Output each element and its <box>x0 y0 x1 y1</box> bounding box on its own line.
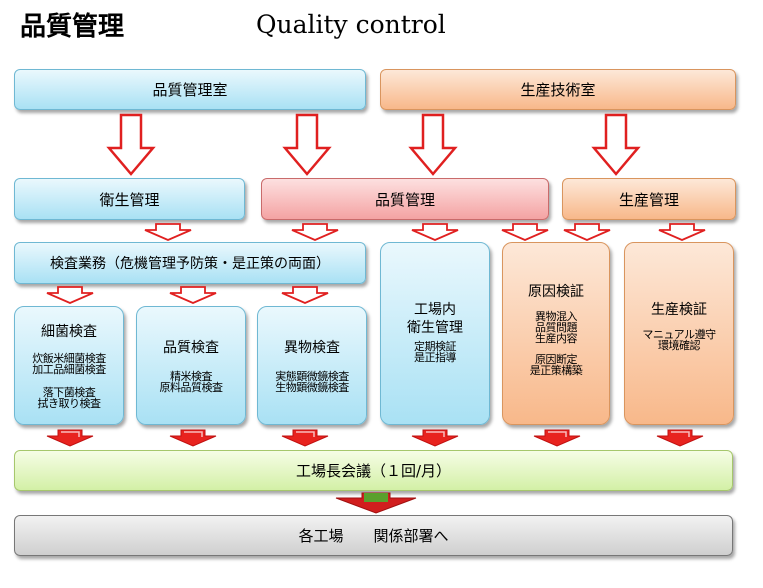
card-bacteria-title: 細菌検査 <box>41 324 97 340</box>
page-title: 品質管理 <box>20 12 125 42</box>
card-quality-test-line2: 原料品質検査 <box>159 381 224 394</box>
arrow-big-4 <box>591 113 641 176</box>
card-factory-hygiene: 工場内 衛生管理 定期検証 是正指導 <box>380 242 490 425</box>
production-label: 生産管理 <box>618 190 679 209</box>
card-factory-hygiene-title1: 工場内 <box>414 302 456 318</box>
inspection-box: 検査業務（危機管理予防策・是正策の両面） <box>14 242 366 284</box>
meeting-label: 工場長会議（１回/月） <box>295 462 452 480</box>
quality-label: 品質管理 <box>374 190 435 209</box>
arrow-big-2 <box>282 113 332 176</box>
card-bacteria-line3: 落下菌検査 <box>42 386 96 399</box>
arrow-small-4 <box>501 223 549 241</box>
card-cause: 原因検証 異物混入 品質問題 生産内容 原因断定 是正策構築 <box>502 242 610 425</box>
final-box: 各工場 関係部署へ <box>14 515 733 556</box>
card-production-check-line1: マニュアル遵守 <box>642 328 716 341</box>
qc-room-label: 品質管理室 <box>152 81 228 99</box>
card-cause-title: 原因検証 <box>528 284 584 300</box>
qc-room-box: 品質管理室 <box>14 69 366 110</box>
card-cause-line4: 原因断定 <box>535 353 578 366</box>
arrow-small-7 <box>46 286 94 304</box>
card-quality-test-line1: 精米検査 <box>170 370 213 383</box>
arrow-small-8 <box>169 286 217 304</box>
hygiene-box: 衛生管理 <box>14 178 245 220</box>
card-bacteria: 細菌検査 炊飯米細菌検査 加工品細菌検査 落下菌検査 拭き取り検査 <box>14 306 124 425</box>
card-factory-hygiene-title2: 衛生管理 <box>407 320 463 336</box>
card-factory-hygiene-line2: 是正指導 <box>414 351 457 364</box>
arrow-meeting <box>335 492 417 514</box>
arrow-solid-4 <box>411 429 459 447</box>
prod-tech-room-box: 生産技術室 <box>380 69 736 110</box>
page-subtitle: Quality control <box>256 10 446 39</box>
hygiene-label: 衛生管理 <box>99 190 160 209</box>
quality-box: 品質管理 <box>261 178 549 220</box>
card-cause-line1: 異物混入 <box>535 310 578 323</box>
arrow-small-3 <box>411 223 459 241</box>
card-bacteria-line2: 加工品細菌検査 <box>32 363 106 376</box>
arrow-solid-1 <box>46 429 94 447</box>
arrow-small-9 <box>281 286 329 304</box>
card-foreign-line1: 実態顕微鏡検査 <box>275 370 349 383</box>
arrow-big-3 <box>408 113 458 176</box>
card-cause-line2: 品質問題 <box>535 321 578 334</box>
card-bacteria-line1: 炊飯米細菌検査 <box>32 352 106 365</box>
card-quality-test: 品質検査 精米検査 原料品質検査 <box>136 306 246 425</box>
card-factory-hygiene-line1: 定期検証 <box>414 340 457 353</box>
card-bacteria-line4: 拭き取り検査 <box>37 397 102 410</box>
prod-tech-room-label: 生産技術室 <box>520 81 596 99</box>
arrow-small-1 <box>144 223 192 241</box>
meeting-box: 工場長会議（１回/月） <box>14 450 733 491</box>
card-production-check-title: 生産検証 <box>651 302 707 318</box>
production-box: 生産管理 <box>562 178 736 220</box>
card-foreign: 異物検査 実態顕微鏡検査 生物顕微鏡検査 <box>257 306 367 425</box>
card-production-check-line2: 環境確認 <box>658 339 701 352</box>
card-production-check: 生産検証 マニュアル遵守 環境確認 <box>624 242 734 425</box>
arrow-big-1 <box>106 113 156 176</box>
card-foreign-title: 異物検査 <box>284 340 340 356</box>
arrow-solid-3 <box>281 429 329 447</box>
arrow-solid-2 <box>169 429 217 447</box>
inspection-label: 検査業務（危機管理予防策・是正策の両面） <box>50 256 330 272</box>
card-cause-line3: 生産内容 <box>535 332 578 345</box>
card-foreign-line2: 生物顕微鏡検査 <box>275 381 349 394</box>
arrow-solid-6 <box>656 429 704 447</box>
arrow-small-5 <box>563 223 611 241</box>
arrow-solid-5 <box>533 429 581 447</box>
arrow-small-2 <box>291 223 339 241</box>
arrow-small-6 <box>658 223 706 241</box>
card-quality-test-title: 品質検査 <box>163 340 219 356</box>
card-cause-line5: 是正策構築 <box>529 364 583 377</box>
final-label: 各工場 関係部署へ <box>298 527 449 545</box>
